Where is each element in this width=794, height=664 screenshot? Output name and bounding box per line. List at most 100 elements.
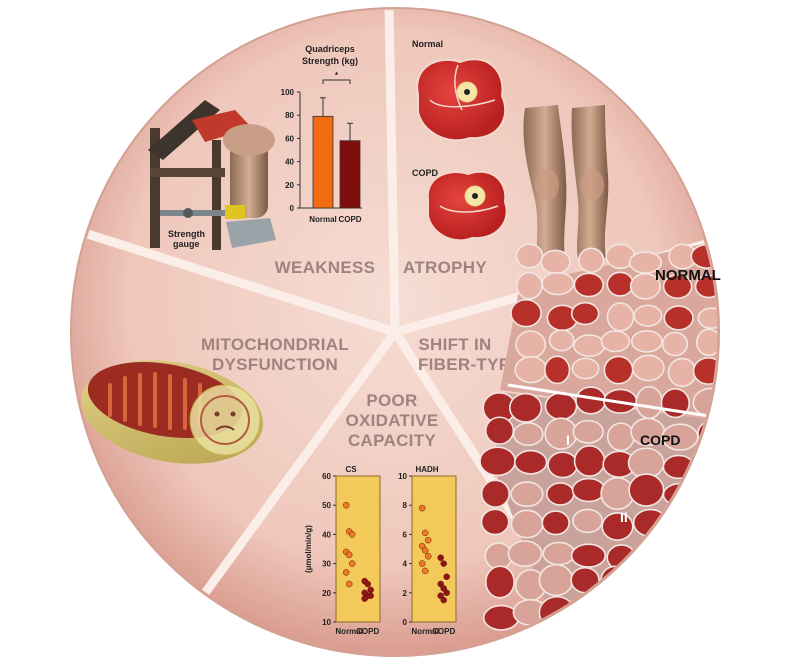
muscle-fiber — [662, 273, 693, 300]
muscle-fiber — [544, 417, 578, 450]
bar-category-label: Normal — [309, 215, 337, 224]
hadh-x-label: COPD — [432, 627, 455, 636]
hadh-y-tick-label: 4 — [403, 560, 408, 569]
cs-y-tick-label: 40 — [322, 530, 331, 539]
hadh-point — [443, 589, 450, 597]
cs-point — [361, 595, 368, 602]
muscle-fiber — [480, 479, 511, 508]
muscle-fiber — [507, 540, 543, 568]
hadh-point — [437, 554, 444, 562]
hadh-y-tick-label: 8 — [403, 501, 408, 510]
hadh-y-tick-label: 2 — [403, 589, 408, 598]
muscle-fiber — [692, 449, 717, 475]
muscle-fiber — [541, 510, 570, 536]
poor-title-line1: POOR — [366, 391, 417, 410]
cs-plot-background — [335, 475, 381, 623]
muscle-fiber — [629, 272, 661, 300]
muscle-fiber — [600, 330, 631, 353]
muscle-fiber — [722, 601, 751, 625]
muscle-fiber — [540, 249, 571, 275]
hadh-plot-background — [411, 475, 457, 623]
hadh-point — [421, 529, 429, 537]
atrophy-copd-label: COPD — [412, 168, 439, 178]
muscle-fiber — [664, 508, 699, 537]
atrophy-title: ATROPHY — [403, 258, 487, 277]
muscle-fiber — [547, 451, 579, 479]
quadriceps-strength-chart: Quadriceps Strength (kg) 020406080100Nor… — [281, 44, 362, 224]
bar-category-label: COPD — [338, 215, 361, 224]
muscle-fiber — [573, 445, 606, 477]
fiber-type-ii-label: II — [620, 509, 628, 525]
bar-chart-title-line2: Strength (kg) — [302, 56, 358, 66]
muscle-fiber — [510, 481, 544, 508]
bar-chart-title-line1: Quadriceps — [305, 44, 355, 54]
legs-photo — [523, 105, 609, 258]
muscle-fiber — [546, 482, 575, 506]
cs-y-tick-label: 30 — [322, 560, 331, 569]
muscle-fiber — [571, 357, 600, 380]
fiber-normal-label: NORMAL — [655, 267, 721, 284]
muscle-fiber — [548, 329, 575, 352]
bar-y-tick-label: 60 — [285, 134, 294, 143]
muscle-fiber — [599, 598, 634, 628]
strength-gauge-label: Strength gauge — [168, 229, 208, 249]
cs-y-tick-label: 50 — [322, 501, 331, 510]
muscle-fiber — [634, 541, 671, 570]
cs-y-tick-label: 10 — [322, 618, 331, 627]
cs-point — [342, 501, 350, 509]
muscle-fiber — [695, 328, 717, 357]
muscle-fiber — [538, 563, 574, 597]
bar-y-tick-label: 40 — [285, 158, 294, 167]
weakness-segment: Strength gauge Quadriceps Strength (kg) … — [148, 44, 375, 277]
cs-point — [348, 560, 356, 567]
poor-title-line3: CAPACITY — [348, 431, 436, 450]
normal-muscle-cross-section — [416, 58, 507, 142]
muscle-fiber — [572, 419, 604, 444]
cs-point — [342, 569, 350, 576]
hadh-point — [443, 573, 450, 580]
cs-y-tick-label: 20 — [322, 589, 331, 598]
muscle-fiber — [515, 330, 547, 359]
muscle-fiber — [690, 571, 717, 603]
cs-point — [367, 586, 374, 594]
bar-y-tick-label: 0 — [290, 204, 295, 213]
muscle-fiber — [513, 449, 548, 475]
cs-x-label: COPD — [356, 627, 379, 636]
mito-title-line1: MITOCHONDRIAL — [201, 335, 349, 354]
cs-y-label: (µmol/min/g) — [304, 525, 313, 573]
hadh-point — [418, 560, 426, 567]
muscle-fiber — [727, 511, 755, 540]
muscle-fiber — [696, 596, 717, 625]
muscle-fiber — [479, 446, 516, 477]
muscle-fiber — [633, 304, 663, 327]
mitochondrial-segment: MITOCHONDRIAL DYSFUNCTION — [80, 335, 349, 464]
muscle-fiber — [667, 357, 697, 388]
muscle-fiber — [721, 568, 752, 598]
muscle-fiber — [631, 596, 668, 628]
muscle-fiber — [484, 416, 515, 445]
muscle-fiber — [628, 473, 665, 507]
poor-title-line2: OXIDATIVE — [345, 411, 438, 430]
muscle-fiber — [515, 243, 544, 269]
muscle-fiber — [484, 565, 515, 599]
cs-title: CS — [345, 465, 357, 474]
hadh-point — [440, 596, 447, 604]
muscle-fiber — [544, 355, 571, 385]
significance-marker: * — [335, 71, 339, 80]
muscle-fiber — [721, 454, 755, 482]
hadh-point — [424, 536, 432, 544]
muscle-fiber — [657, 569, 693, 600]
muscle-fiber — [606, 302, 635, 332]
muscle-fiber — [572, 508, 604, 534]
bar-y-tick-label: 80 — [285, 111, 294, 120]
strength-gauge-illustration — [148, 100, 276, 250]
atrophy-segment: Normal COPD ATROPHY — [403, 39, 609, 277]
muscle-fiber — [629, 569, 663, 595]
cs-x-label: Normal — [335, 627, 363, 636]
bar-normal — [312, 115, 334, 209]
significance-bracket — [322, 79, 351, 84]
muscle-fiber — [544, 392, 578, 421]
